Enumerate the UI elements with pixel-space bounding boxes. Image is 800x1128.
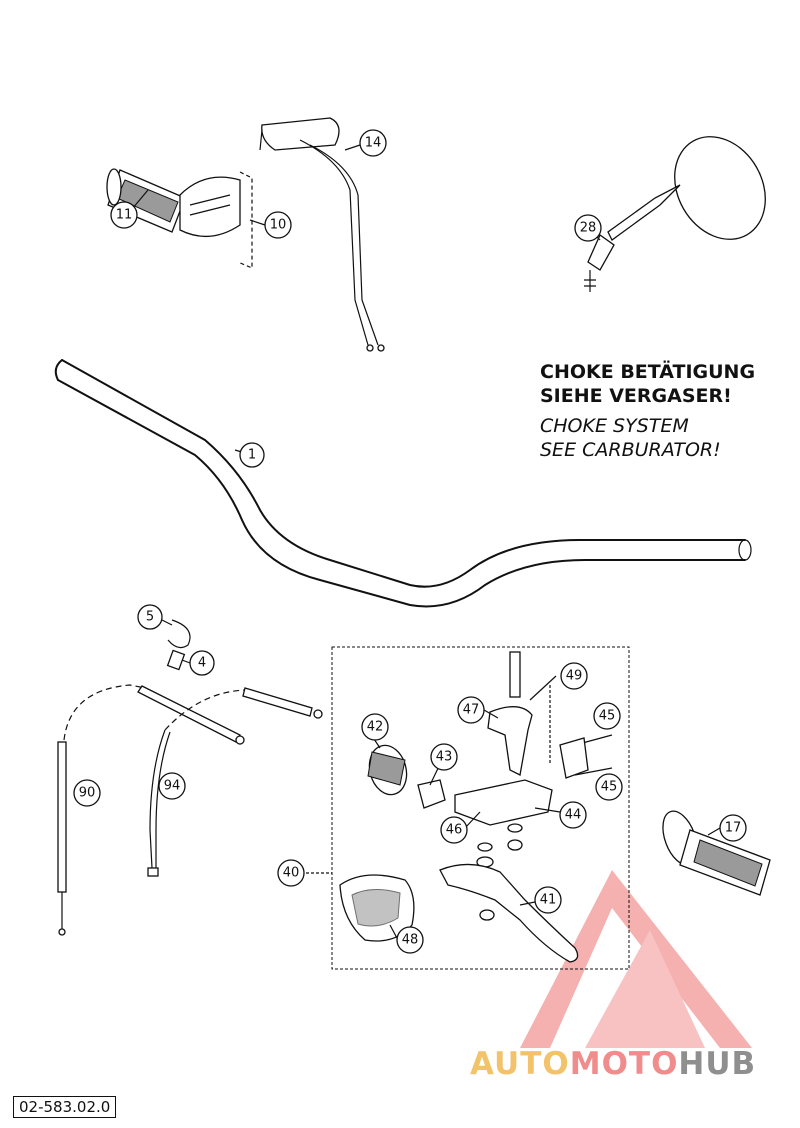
callout-43-label: 43 bbox=[436, 750, 453, 765]
callout-45-lower-label: 45 bbox=[601, 780, 618, 795]
callout-17-label: 17 bbox=[725, 821, 742, 836]
choke-note-german-line1: CHOKE BETÄTIGUNG bbox=[540, 361, 756, 383]
callout-28-label: 28 bbox=[580, 221, 597, 236]
callout-44-label: 44 bbox=[565, 808, 582, 823]
choke-note-german-line2: SIEHE VERGASER! bbox=[540, 385, 732, 407]
callout-17: 17 bbox=[719, 814, 747, 842]
watermark-part1: AUTO bbox=[470, 1046, 570, 1082]
clutch-cable bbox=[57, 684, 245, 936]
callout-5-label: 5 bbox=[146, 610, 154, 625]
callout-4-label: 4 bbox=[198, 656, 206, 671]
callout-41-label: 41 bbox=[540, 893, 557, 908]
clutch-parts bbox=[339, 651, 613, 963]
callout-42: 42 bbox=[361, 713, 389, 741]
callout-49-label: 49 bbox=[566, 669, 583, 684]
circlip bbox=[167, 619, 191, 649]
handlebar bbox=[54, 359, 752, 608]
mirror bbox=[584, 136, 766, 292]
callout-94-label: 94 bbox=[164, 779, 181, 794]
callout-10-label: 10 bbox=[270, 218, 287, 233]
callout-44: 44 bbox=[559, 801, 587, 829]
callout-11-label: 11 bbox=[116, 208, 133, 223]
callout-40-label: 40 bbox=[283, 866, 300, 881]
choke-note-english: CHOKE SYSTEM SEE CARBURATOR! bbox=[540, 414, 721, 462]
callout-48: 48 bbox=[396, 926, 424, 954]
callout-45-lower: 45 bbox=[595, 773, 623, 801]
callout-11: 11 bbox=[110, 201, 138, 229]
choke-note-english-line2: SEE CARBURATOR! bbox=[540, 439, 721, 461]
callout-94: 94 bbox=[158, 772, 186, 800]
throttle-grip bbox=[106, 168, 186, 233]
callout-14: 14 bbox=[359, 129, 387, 157]
callout-42-label: 42 bbox=[367, 720, 384, 735]
callout-45-upper-label: 45 bbox=[599, 709, 616, 724]
callout-48-label: 48 bbox=[402, 933, 419, 948]
callout-10: 10 bbox=[264, 211, 292, 239]
callout-90: 90 bbox=[73, 779, 101, 807]
throttle-housing bbox=[179, 171, 253, 269]
hot-start-cable bbox=[147, 687, 323, 877]
callout-43: 43 bbox=[430, 743, 458, 771]
callout-46: 46 bbox=[440, 816, 468, 844]
callout-4: 4 bbox=[189, 650, 215, 676]
callout-28: 28 bbox=[574, 214, 602, 242]
callout-47-label: 47 bbox=[463, 703, 480, 718]
choke-note-english-line1: CHOKE SYSTEM bbox=[540, 415, 689, 437]
left-grip bbox=[662, 810, 771, 896]
callout-47: 47 bbox=[457, 696, 485, 724]
watermark-text: AUTOMOTOHUB bbox=[470, 1046, 756, 1082]
choke-note-german: CHOKE BETÄTIGUNG SIEHE VERGASER! bbox=[540, 360, 755, 408]
document-number: 02-583.02.0 bbox=[13, 1096, 117, 1118]
clutch-assembly-frame bbox=[306, 646, 630, 970]
callout-14-label: 14 bbox=[365, 136, 382, 151]
callout-49: 49 bbox=[560, 662, 588, 690]
callout-1-label: 1 bbox=[248, 448, 256, 463]
callout-90-label: 90 bbox=[79, 786, 96, 801]
callout-45-upper: 45 bbox=[593, 702, 621, 730]
leader-lines bbox=[126, 144, 721, 941]
callout-46-label: 46 bbox=[446, 823, 463, 838]
throttle-cables bbox=[259, 117, 385, 352]
watermark-part3: HUB bbox=[678, 1046, 757, 1082]
callout-40: 40 bbox=[277, 859, 305, 887]
watermark-part2: MOTO bbox=[569, 1046, 679, 1082]
callout-5: 5 bbox=[137, 604, 163, 630]
watermark-triangle bbox=[520, 870, 752, 1048]
callout-41: 41 bbox=[534, 886, 562, 914]
sleeve bbox=[166, 649, 186, 671]
callout-1: 1 bbox=[239, 442, 265, 468]
